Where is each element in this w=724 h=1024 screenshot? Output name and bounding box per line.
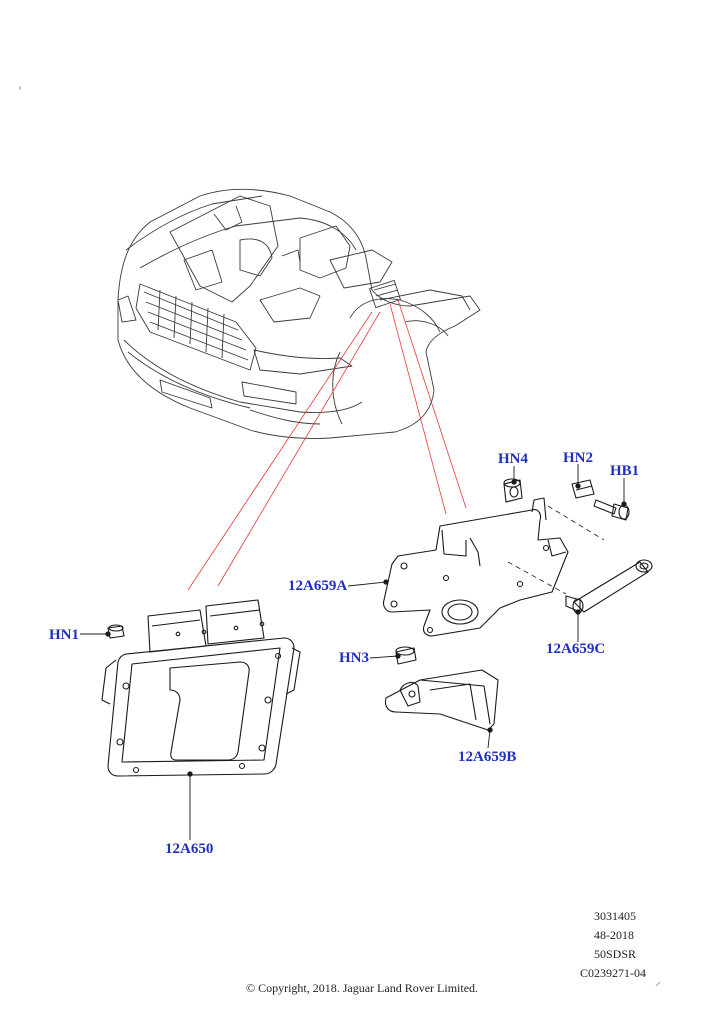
callout-12A659A[interactable]: 12A659A — [288, 578, 348, 594]
callout-12A659B[interactable]: 12A659B — [458, 749, 517, 765]
callout-hb1[interactable]: HB1 — [610, 463, 640, 479]
engine-control-module-12A650 — [101, 599, 301, 777]
vehicle-front-illustration — [117, 188, 481, 439]
callout-hn3[interactable]: HN3 — [339, 650, 369, 666]
support-rod-12A659C — [565, 559, 653, 614]
callout-leader-lines — [80, 464, 627, 840]
fasteners — [395, 478, 630, 665]
support-bracket-12A659B — [384, 669, 499, 731]
copyright-notice: © Copyright, 2018. Jaguar Land Rover Lim… — [245, 981, 479, 995]
callout-12A650[interactable]: 12A650 — [165, 841, 214, 857]
callout-12A659C[interactable]: 12A659C — [546, 641, 606, 657]
callout-hn4[interactable]: HN4 — [498, 451, 528, 467]
location-reference-lines — [187, 299, 467, 591]
callout-hn1[interactable]: HN1 — [49, 627, 79, 643]
mounting-bracket-12A659A — [382, 497, 605, 637]
reference-code-1: 3031405 — [594, 909, 636, 923]
reference-code-3: 50SDSR — [594, 947, 637, 961]
callout-hn2[interactable]: HN2 — [563, 450, 593, 466]
reference-code-2: 48-2018 — [594, 928, 634, 942]
reference-code-4: C0239271-04 — [580, 966, 646, 980]
corner-mark-bottom — [655, 981, 661, 987]
